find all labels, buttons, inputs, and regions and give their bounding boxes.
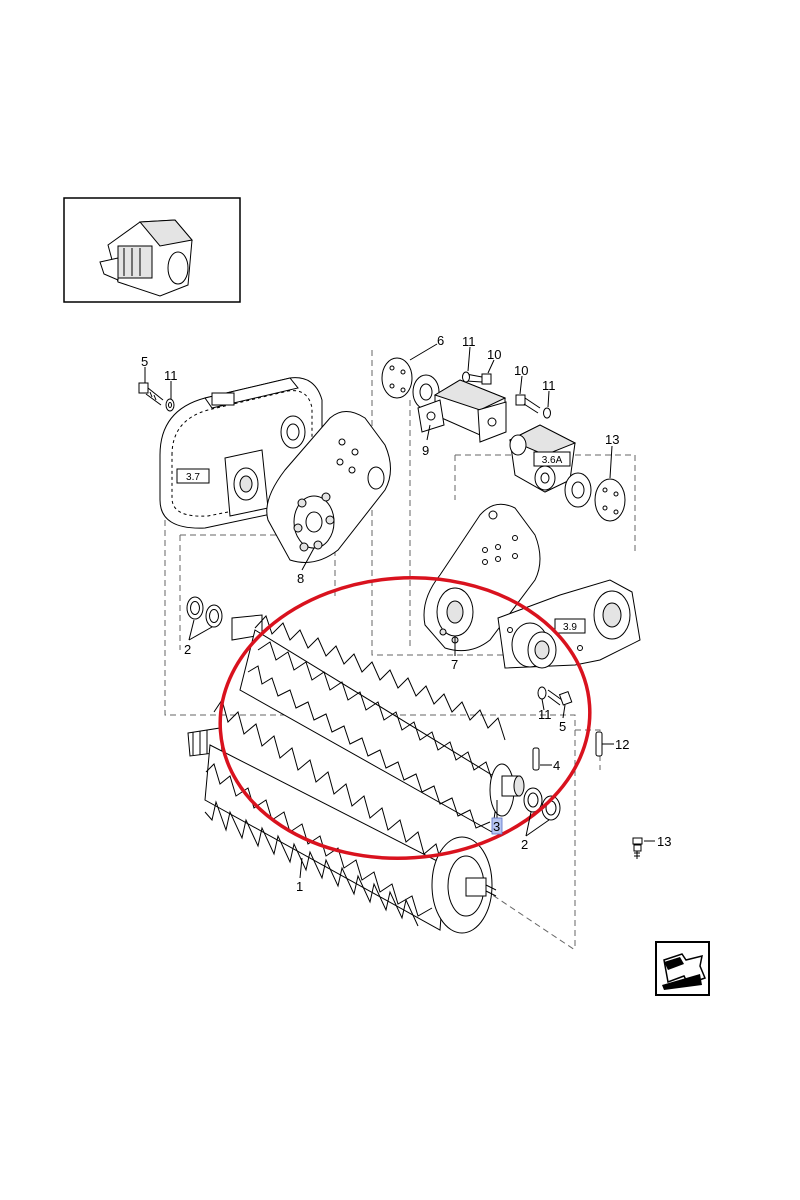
washer-11-lower[interactable]	[537, 686, 547, 700]
callout-3[interactable]: 3	[493, 819, 500, 834]
callout-11-upper-left[interactable]: 11	[164, 368, 178, 383]
callout-4[interactable]: 4	[553, 758, 560, 773]
mounting-plate-8[interactable]	[266, 411, 391, 563]
grease-nipple-13[interactable]	[632, 837, 643, 859]
callout-2-right[interactable]: 2	[521, 837, 528, 852]
callout-13-upper[interactable]: 13	[605, 432, 619, 447]
pin-12[interactable]	[595, 731, 603, 757]
callout-11-right[interactable]: 11	[542, 378, 556, 393]
callout-1[interactable]: 1	[296, 879, 303, 894]
highlight-ellipse	[218, 575, 592, 861]
callout-10-upper[interactable]: 10	[487, 347, 501, 362]
callout-8[interactable]: 8	[297, 571, 304, 586]
mounting-plate-7[interactable]	[423, 503, 541, 652]
washer-11-right[interactable]	[543, 407, 551, 419]
bolt-5-lower[interactable]	[547, 689, 573, 706]
callout-13-lower[interactable]: 13	[657, 834, 671, 849]
seal-ring-2-left[interactable]	[186, 596, 223, 628]
next-page-arrow-icon[interactable]	[655, 941, 710, 996]
callout-7[interactable]: 7	[451, 657, 458, 672]
callout-2-left[interactable]: 2	[184, 642, 191, 657]
lower-feed-roller-1[interactable]	[187, 698, 497, 934]
washer-11-upper[interactable]	[462, 371, 470, 383]
ref-label-3-9: 3.9	[563, 622, 577, 633]
ref-label-3-6a: 3.6A	[542, 455, 563, 466]
ref-box-3-9[interactable]: 3.9	[554, 618, 586, 634]
callout-6[interactable]: 6	[437, 333, 444, 348]
callout-5-lower[interactable]: 5	[559, 719, 566, 734]
selected-callout-highlight	[491, 817, 503, 835]
callout-10-right[interactable]: 10	[514, 363, 528, 378]
ref-label-3-7: 3.7	[186, 472, 200, 483]
ref-box-3-6a[interactable]: 3.6A	[533, 451, 571, 467]
bolt-5-upper[interactable]	[138, 382, 164, 406]
callout-9[interactable]: 9	[422, 443, 429, 458]
seal-ring-2-right[interactable]	[523, 787, 561, 821]
bolt-10-right[interactable]	[515, 394, 541, 414]
flange-plate-13[interactable]	[564, 472, 626, 522]
callout-5-upper[interactable]: 5	[141, 354, 148, 369]
upper-feed-roller-3[interactable]	[231, 614, 525, 833]
key-4[interactable]	[532, 747, 540, 771]
washer-11-upper-left[interactable]	[165, 398, 175, 412]
callout-labels: 5 11 6 11 10 10 11 13 9 8 7 2 11 5 4 12 …	[141, 333, 671, 894]
leader-lines	[144, 343, 655, 879]
ref-box-3-7[interactable]: 3.7	[176, 468, 210, 484]
machine-overview-thumbnail[interactable]	[63, 197, 241, 303]
bearing-bracket-9[interactable]	[417, 379, 507, 443]
callout-12[interactable]: 12	[615, 737, 629, 752]
flange-plate-6[interactable]	[381, 357, 440, 410]
callout-11-upper[interactable]: 11	[462, 334, 476, 349]
machine-thumbnail-image	[99, 219, 193, 297]
callout-11-lower[interactable]: 11	[538, 707, 552, 722]
